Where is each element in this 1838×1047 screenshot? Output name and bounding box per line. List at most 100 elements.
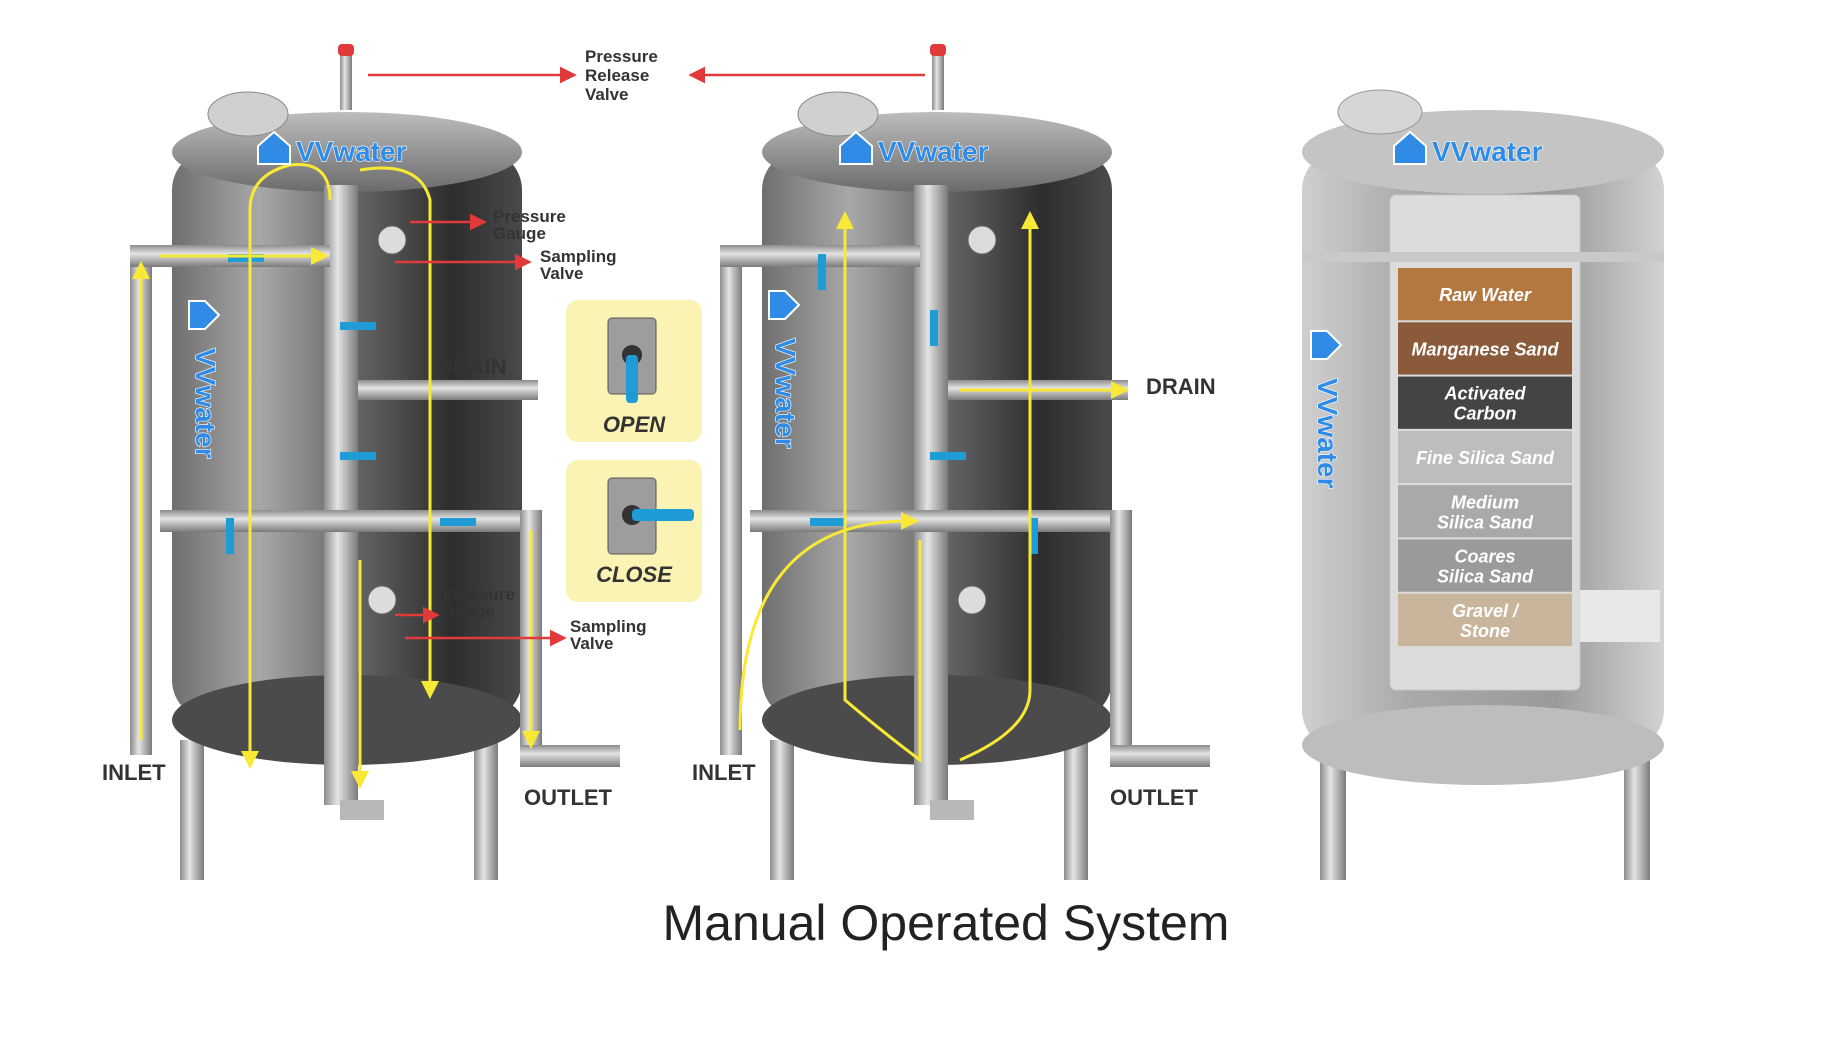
tank-1-leg-right — [474, 740, 498, 880]
media-layer — [1398, 539, 1572, 592]
tank-2-pressure-gauge-top — [967, 225, 997, 255]
label-inlet-2: INLET — [692, 760, 756, 785]
tank-2-bottom-fitting — [930, 800, 974, 820]
tank-2-valve-2 — [930, 310, 938, 346]
valve-legend: OPEN CLOSE — [566, 300, 702, 602]
tank-1-flow-right-down — [359, 166, 439, 699]
media-layer — [1398, 376, 1572, 429]
media-layer — [1398, 430, 1572, 484]
label-drain-1: DRAIN — [437, 354, 507, 379]
label-outlet-2: OUTLET — [1110, 785, 1199, 810]
label-pressure-release-valve: Pressure Release Valve — [585, 47, 663, 104]
brand-mark-vertical-2: VVwater — [768, 290, 802, 449]
media-layer — [1398, 268, 1572, 321]
brand-name: VVwater — [296, 136, 407, 167]
house-logo-icon — [839, 130, 873, 165]
label-outlet-1: OUTLET — [524, 785, 613, 810]
diagram-caption: Manual Operated System — [663, 895, 1230, 951]
tank-1-manhole — [207, 91, 289, 137]
label-inlet-1: INLET — [102, 760, 166, 785]
tank-1-lower-header — [160, 510, 540, 532]
tank-2-valve-4 — [810, 518, 846, 526]
label-pressure-gauge-bottom: Pressure Gauge — [442, 585, 520, 621]
media-layer-label: Fine Silica Sand — [1416, 448, 1555, 468]
brand-mark-3: VVwater — [1393, 130, 1543, 168]
tank-3-inlet-line — [1302, 252, 1664, 262]
brand-watermarks: VVwater VVwater VVwater VVwater VVwater … — [188, 130, 1543, 489]
brand-mark-1: VVwater — [257, 130, 407, 168]
tank-2-flow-left-up — [836, 211, 922, 764]
label-drain-2: DRAIN — [1146, 374, 1216, 399]
tank-1-valve-1 — [228, 254, 264, 262]
brand-mark-2: VVwater — [839, 130, 989, 168]
valve-close-icon — [632, 509, 694, 521]
tank-2-release-valve-cap — [930, 44, 946, 56]
tank-2-valve-1 — [818, 254, 826, 290]
tank-2-leg-right — [1064, 740, 1088, 880]
legend-open-label: OPEN — [603, 412, 666, 437]
tank-1-flow-left-down — [241, 162, 332, 769]
tank-2-outlet-pipe — [1110, 510, 1132, 750]
tank-2-leg-left — [770, 740, 794, 880]
media-layer-label: Raw Water — [1439, 285, 1532, 305]
brand-name: VVwater — [770, 338, 801, 449]
media-layer-label: Gravel /Stone — [1452, 601, 1520, 641]
tank-1-valve-3 — [340, 452, 376, 460]
label-sampling-valve-top: Sampling Valve — [540, 247, 621, 283]
house-logo-icon — [768, 290, 801, 320]
brand-name: VVwater — [878, 136, 989, 167]
tank-1-drain-pipe — [358, 380, 538, 400]
tank-1-pressure-gauge-bottom — [367, 585, 397, 615]
tank-3-base — [1302, 705, 1664, 785]
tank-2-manhole — [797, 91, 879, 137]
media-layer — [1398, 485, 1572, 538]
house-logo-icon — [188, 300, 221, 330]
tank-1-valve-2 — [340, 322, 376, 330]
tank-1-valve-5 — [440, 518, 476, 526]
label-sampling-valve-bottom: Sampling Valve — [570, 617, 651, 653]
tank-2-valve-3 — [930, 452, 966, 460]
valve-open-icon — [626, 355, 638, 403]
brand-name: VVwater — [1432, 136, 1543, 167]
tank-1-bottom-fitting — [340, 800, 384, 820]
tank-2-flow-inlet — [738, 511, 919, 731]
tank-2-pressure-gauge-bottom — [957, 585, 987, 615]
tank-2-inlet-pipe — [720, 245, 742, 755]
label-pressure-gauge-top: Pressure Gauge — [493, 207, 571, 243]
tank-1-service-mode — [130, 44, 620, 880]
tank-1-leg-left — [180, 740, 204, 880]
tank-2-flow-right-up — [959, 211, 1039, 762]
brand-name: VVwater — [190, 348, 221, 459]
tank-2-backwash-mode — [720, 44, 1210, 880]
house-logo-icon — [257, 130, 291, 165]
brand-mark-vertical-3: VVwater — [1310, 330, 1344, 489]
tank-1-release-valve — [340, 50, 352, 110]
tank-2-lower-header — [750, 510, 1130, 532]
house-logo-icon — [1310, 330, 1343, 360]
tank-2-valve-5 — [1030, 518, 1038, 554]
tank-2-outlet-spout — [1110, 745, 1210, 767]
tank-1-release-valve-cap — [338, 44, 354, 56]
brand-name: VVwater — [1312, 378, 1343, 489]
tank-3-outlet-stub — [1580, 590, 1660, 642]
tank-1-pressure-gauge-top — [377, 225, 407, 255]
callouts: Pressure Release Valve Pressure Gauge Sa… — [102, 47, 1216, 810]
brand-mark-vertical-1: VVwater — [188, 300, 222, 459]
tank-2-release-valve — [932, 50, 944, 110]
tank-3-manhole — [1337, 89, 1423, 135]
media-layer-label: Manganese Sand — [1411, 339, 1559, 359]
tank-1-valve-4 — [226, 518, 234, 554]
legend-close-label: CLOSE — [596, 562, 673, 587]
tank-1-outlet-spout — [520, 745, 620, 767]
media-layer — [1398, 322, 1572, 375]
media-layer — [1398, 593, 1572, 646]
tank-1-manifold — [324, 185, 358, 805]
house-logo-icon — [1393, 130, 1427, 165]
